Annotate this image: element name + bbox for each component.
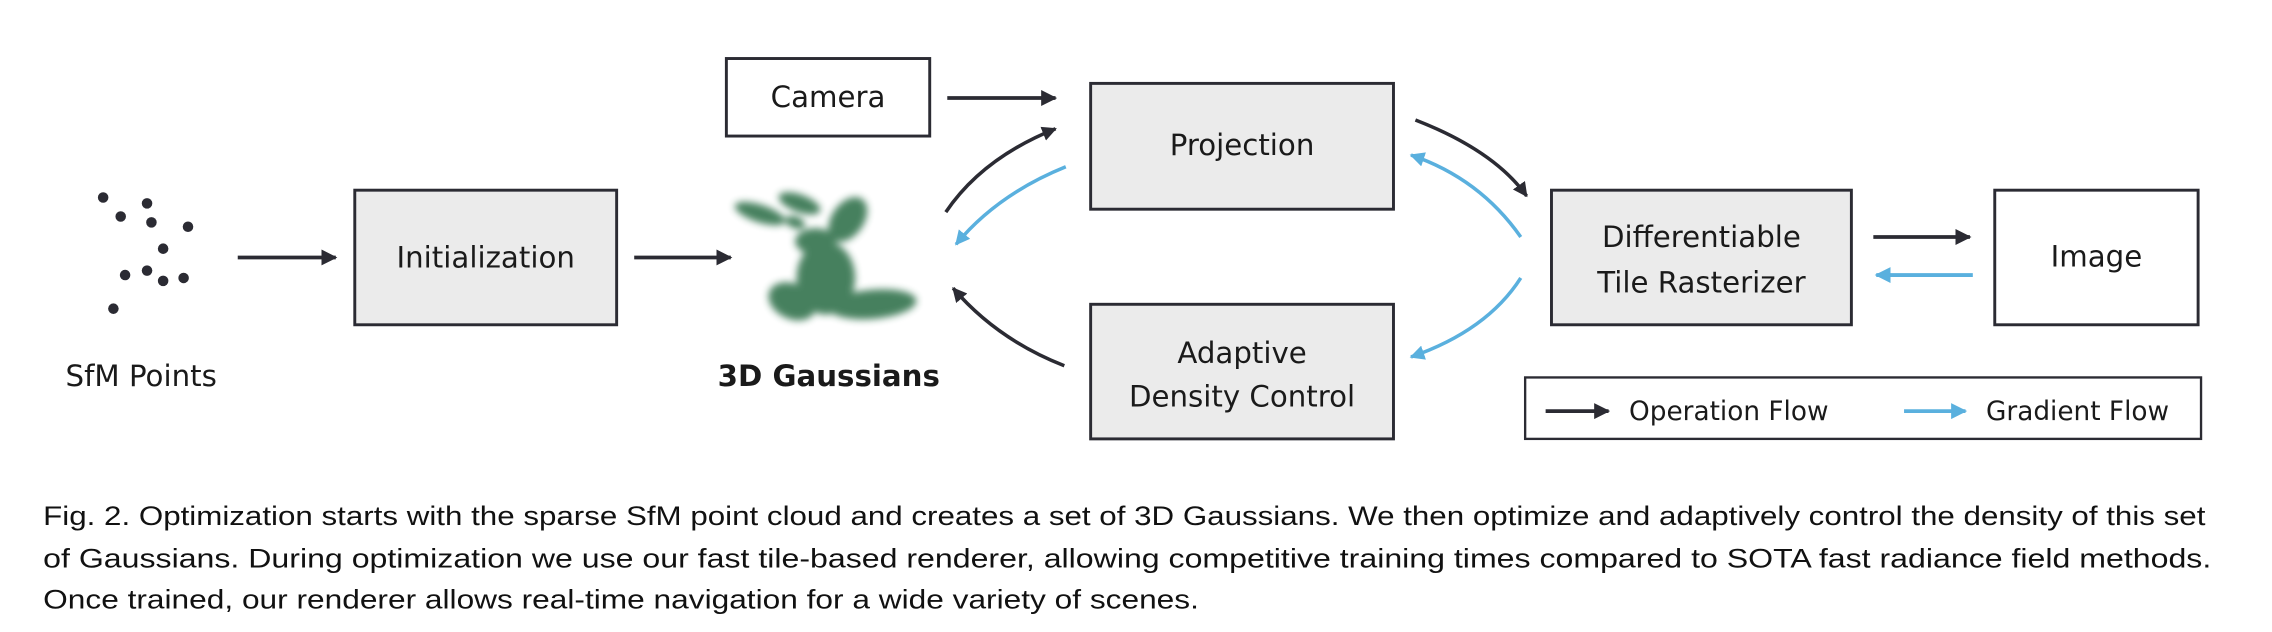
- image-label: Image: [2051, 239, 2143, 273]
- caption-line-3: Once trained, our renderer allows real-t…: [43, 585, 1199, 615]
- gradient-arrow-projection-to-gaussians: [954, 165, 1067, 246]
- operation-arrow-gaussians-to-projection: [944, 126, 1057, 214]
- adaptive-label-line2: Density Control: [1129, 380, 1355, 414]
- tile-rasterizer-node: Differentiable Tile Rasterizer: [1550, 188, 1853, 327]
- initialization-node: Initialization: [353, 188, 619, 327]
- legend: Operation Flow Gradient Flow: [1523, 376, 2203, 441]
- gradient-arrow-rasterizer-to-projection: [1409, 152, 1523, 239]
- adaptive-density-control-node: Adaptive Density Control: [1089, 302, 1395, 441]
- adaptive-label-line1: Adaptive: [1177, 336, 1306, 370]
- caption-line-2: of Gaussians. During optimization we use…: [43, 544, 2211, 574]
- image-node: Image: [1993, 188, 2200, 327]
- legend-gradient-flow-label: Gradient Flow: [1986, 397, 2169, 427]
- gaussians-label: 3D Gaussians: [718, 359, 940, 393]
- rasterizer-label-line2: Tile Rasterizer: [1596, 266, 1806, 300]
- projection-node: Projection: [1089, 81, 1395, 211]
- initialization-label: Initialization: [397, 241, 575, 275]
- camera-node: Camera: [724, 57, 932, 138]
- operation-arrow-adaptive-to-gaussians: [951, 287, 1065, 368]
- sfm-points-label: SfM Points: [66, 359, 217, 393]
- caption-line-1: Fig. 2. Optimization starts with the spa…: [43, 501, 2206, 531]
- projection-label: Projection: [1170, 128, 1315, 162]
- sfm-point-cloud-icon: [97, 192, 194, 314]
- operation-arrow-projection-to-rasterizer: [1414, 118, 1529, 198]
- legend-operation-flow-label: Operation Flow: [1629, 397, 1828, 427]
- figure-caption: Fig. 2. Optimization starts with the spa…: [43, 501, 2211, 614]
- gaussians-icon: [734, 192, 917, 321]
- camera-label: Camera: [771, 80, 886, 114]
- gradient-arrow-rasterizer-to-adaptive: [1409, 277, 1523, 360]
- rasterizer-label-line1: Differentiable: [1602, 220, 1801, 254]
